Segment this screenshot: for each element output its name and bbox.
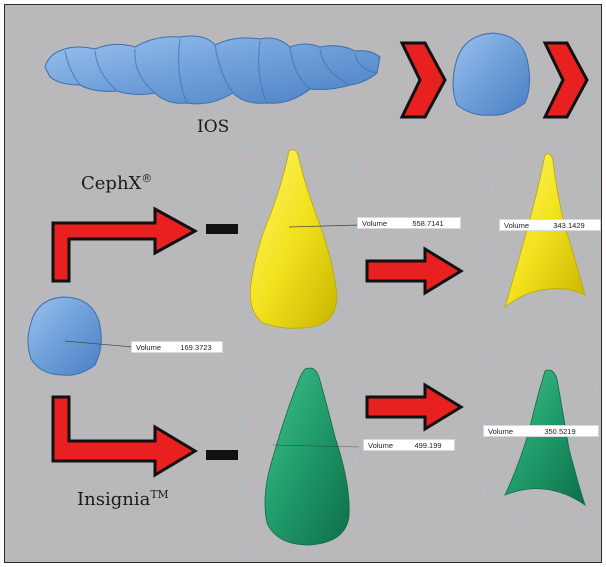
ios-volume-box: Volume 169.3723 bbox=[131, 341, 223, 353]
cephx-branch-arrow bbox=[53, 209, 195, 281]
cephx-full-volume-value: 558.7141 bbox=[400, 219, 456, 228]
dental-arch-scan bbox=[45, 36, 380, 104]
insignia-crop-volume-label: Volume bbox=[488, 427, 526, 436]
cephx-label-text: CephX bbox=[81, 173, 141, 194]
insignia-label: InsigniaTM bbox=[77, 489, 169, 510]
insignia-cropped-root bbox=[505, 370, 585, 505]
ios-tooth-left bbox=[28, 297, 101, 375]
insignia-crop-volume-value: 350.5219 bbox=[526, 427, 594, 436]
ios-volume-value: 169.3723 bbox=[174, 343, 218, 352]
insignia-branch-arrow bbox=[53, 397, 195, 475]
cephx-crop-volume-label: Volume bbox=[504, 221, 542, 230]
cephx-full-tooth bbox=[250, 150, 337, 329]
insignia-full-tooth bbox=[265, 368, 349, 545]
figure-frame: IOS CephX® InsigniaTM Volume 169.3723 Vo… bbox=[4, 4, 602, 563]
insignia-full-volume-box: Volume 499.199 bbox=[363, 439, 455, 451]
insignia-crop-arrow bbox=[367, 385, 461, 429]
cephx-crop-volume-box: Volume 343.1429 bbox=[499, 219, 601, 231]
insignia-full-volume-value: 499.199 bbox=[406, 441, 450, 450]
cephx-crop-volume-value: 343.1429 bbox=[542, 221, 596, 230]
cephx-registered-mark: ® bbox=[141, 172, 152, 185]
insignia-crop-volume-box: Volume 350.5219 bbox=[483, 425, 599, 437]
cephx-dash bbox=[206, 224, 238, 234]
chevron-arrow-2 bbox=[545, 43, 587, 117]
cephx-crop-arrow bbox=[367, 249, 461, 293]
insignia-dash bbox=[206, 450, 238, 460]
diagram-artwork bbox=[5, 5, 602, 563]
insignia-label-text: Insignia bbox=[77, 489, 150, 510]
cephx-full-volume-box: Volume 558.7141 bbox=[357, 217, 461, 229]
chevron-arrow-1 bbox=[402, 43, 445, 117]
ios-isolated-tooth bbox=[453, 33, 530, 115]
ios-volume-label: Volume bbox=[136, 343, 174, 352]
ios-label: IOS bbox=[197, 117, 229, 137]
insignia-full-volume-label: Volume bbox=[368, 441, 406, 450]
cephx-full-volume-label: Volume bbox=[362, 219, 400, 228]
cephx-label: CephX® bbox=[81, 173, 152, 194]
insignia-trademark: TM bbox=[150, 488, 168, 501]
